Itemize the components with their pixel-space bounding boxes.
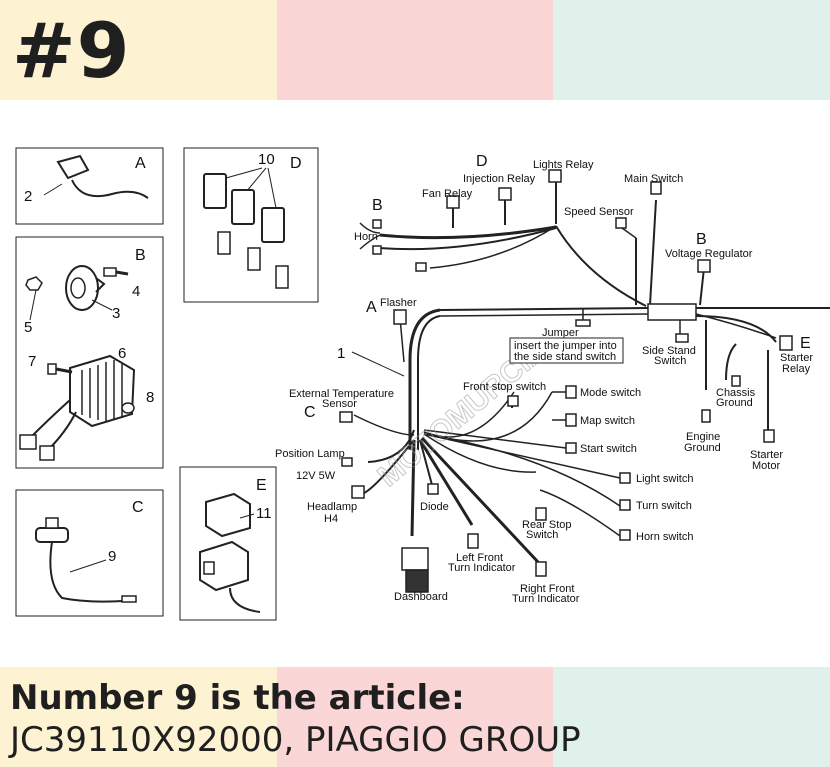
letter-b-left: B bbox=[372, 197, 383, 214]
jumper-label: Jumper bbox=[542, 327, 579, 339]
harness bbox=[351, 180, 830, 564]
wiring-diagram: A 2 B 4 3 5 6 bbox=[15, 147, 830, 621]
panel-a: A 2 bbox=[15, 147, 164, 225]
harness-number: 1 bbox=[337, 345, 345, 362]
panel-a-letter: A bbox=[135, 155, 146, 172]
start-switch-label: Start switch bbox=[580, 443, 637, 455]
panel-c-letter: C bbox=[132, 499, 144, 516]
part-10-label: 10 bbox=[258, 151, 275, 168]
rear-stop-label-1: Rear Stop bbox=[522, 519, 572, 531]
starter-motor-label-1: Starter bbox=[750, 449, 783, 461]
panel-e-letter: E bbox=[256, 477, 267, 494]
side-stand-switch-label-2: Switch bbox=[654, 355, 686, 367]
main-switch-label: Main Switch bbox=[624, 173, 683, 185]
right-front-label-2: Turn Indicator bbox=[512, 593, 580, 605]
starter-motor-label-2: Motor bbox=[752, 460, 780, 472]
letter-e: E bbox=[800, 335, 811, 352]
item-number: #9 bbox=[12, 6, 131, 95]
speed-sensor-label: Speed Sensor bbox=[564, 206, 634, 218]
panel-b: B 4 3 5 6 7 8 bbox=[15, 236, 164, 469]
caption-title: Number 9 is the article: bbox=[10, 678, 465, 718]
letter-b-right: B bbox=[696, 231, 707, 248]
headlamp-label-2: H4 bbox=[324, 513, 338, 525]
ext-temp-label-2: Sensor bbox=[322, 398, 357, 410]
panel-d: D 10 bbox=[183, 147, 319, 303]
caption-band bbox=[0, 667, 830, 767]
turn-switch-label: Turn switch bbox=[636, 500, 692, 512]
fan-relay-label: Fan Relay bbox=[422, 188, 473, 200]
chassis-ground-label-1: Chassis bbox=[716, 387, 756, 399]
panel-e: E 11 bbox=[179, 466, 277, 621]
right-front-label-1: Right Front bbox=[520, 583, 574, 595]
horn-switch-label: Horn switch bbox=[636, 531, 693, 543]
dashboard-label: Dashboard bbox=[394, 591, 448, 603]
letter-c: C bbox=[304, 404, 316, 421]
horn-label: Horn bbox=[354, 231, 378, 243]
part-7-label: 7 bbox=[28, 353, 36, 370]
header-band bbox=[0, 0, 830, 100]
left-front-label-2: Turn Indicator bbox=[448, 562, 516, 574]
injection-relay-label: Injection Relay bbox=[463, 173, 536, 185]
diode-label: Diode bbox=[420, 501, 449, 513]
caption-article: JC39110X92000, PIAGGIO GROUP bbox=[10, 720, 581, 760]
wiring-labels: D Lights Relay Injection Relay Fan Relay… bbox=[275, 153, 813, 605]
part-2-label: 2 bbox=[24, 188, 32, 205]
left-front-label-1: Left Front bbox=[456, 552, 503, 564]
headlamp-label-1: Headlamp bbox=[307, 501, 357, 513]
part-5-label: 5 bbox=[24, 319, 32, 336]
engine-ground-label-2: Ground bbox=[684, 442, 721, 454]
rear-stop-label-2: Switch bbox=[526, 529, 558, 541]
lights-relay-label: Lights Relay bbox=[533, 159, 594, 171]
part-9-label: 9 bbox=[108, 548, 116, 565]
map-switch-label: Map switch bbox=[580, 415, 635, 427]
part-3-label: 3 bbox=[112, 305, 120, 322]
letter-d: D bbox=[476, 153, 488, 170]
jumper-note-2: the side stand switch bbox=[514, 351, 616, 363]
jumper-note-1: insert the jumper into bbox=[514, 340, 617, 352]
flasher-label: Flasher bbox=[380, 297, 417, 309]
starter-relay-label-2: Relay bbox=[782, 363, 811, 375]
part-6-label: 6 bbox=[118, 345, 126, 362]
panel-c: C 9 bbox=[15, 489, 164, 617]
chassis-ground-label-2: Ground bbox=[716, 397, 753, 409]
letter-a: A bbox=[366, 299, 377, 316]
ext-temp-label-1: External Temperature bbox=[289, 388, 394, 400]
panel-d-letter: D bbox=[290, 155, 302, 172]
side-stand-switch-label-1: Side Stand bbox=[642, 345, 696, 357]
starter-relay-label-1: Starter bbox=[780, 352, 813, 364]
position-lamp-label-2: 12V 5W bbox=[296, 470, 336, 482]
part-11-label: 11 bbox=[256, 505, 272, 522]
light-switch-label: Light switch bbox=[636, 473, 693, 485]
connectors bbox=[339, 169, 793, 593]
part-4-label: 4 bbox=[132, 283, 140, 300]
engine-ground-label-1: Engine bbox=[686, 431, 720, 443]
part-8-label: 8 bbox=[146, 389, 154, 406]
position-lamp-label-1: Position Lamp bbox=[275, 448, 345, 460]
voltage-regulator-label: Voltage Regulator bbox=[665, 248, 753, 260]
front-stop-switch-label: Front stop switch bbox=[463, 381, 546, 393]
panel-b-letter: B bbox=[135, 247, 146, 264]
mode-switch-label: Mode switch bbox=[580, 387, 641, 399]
